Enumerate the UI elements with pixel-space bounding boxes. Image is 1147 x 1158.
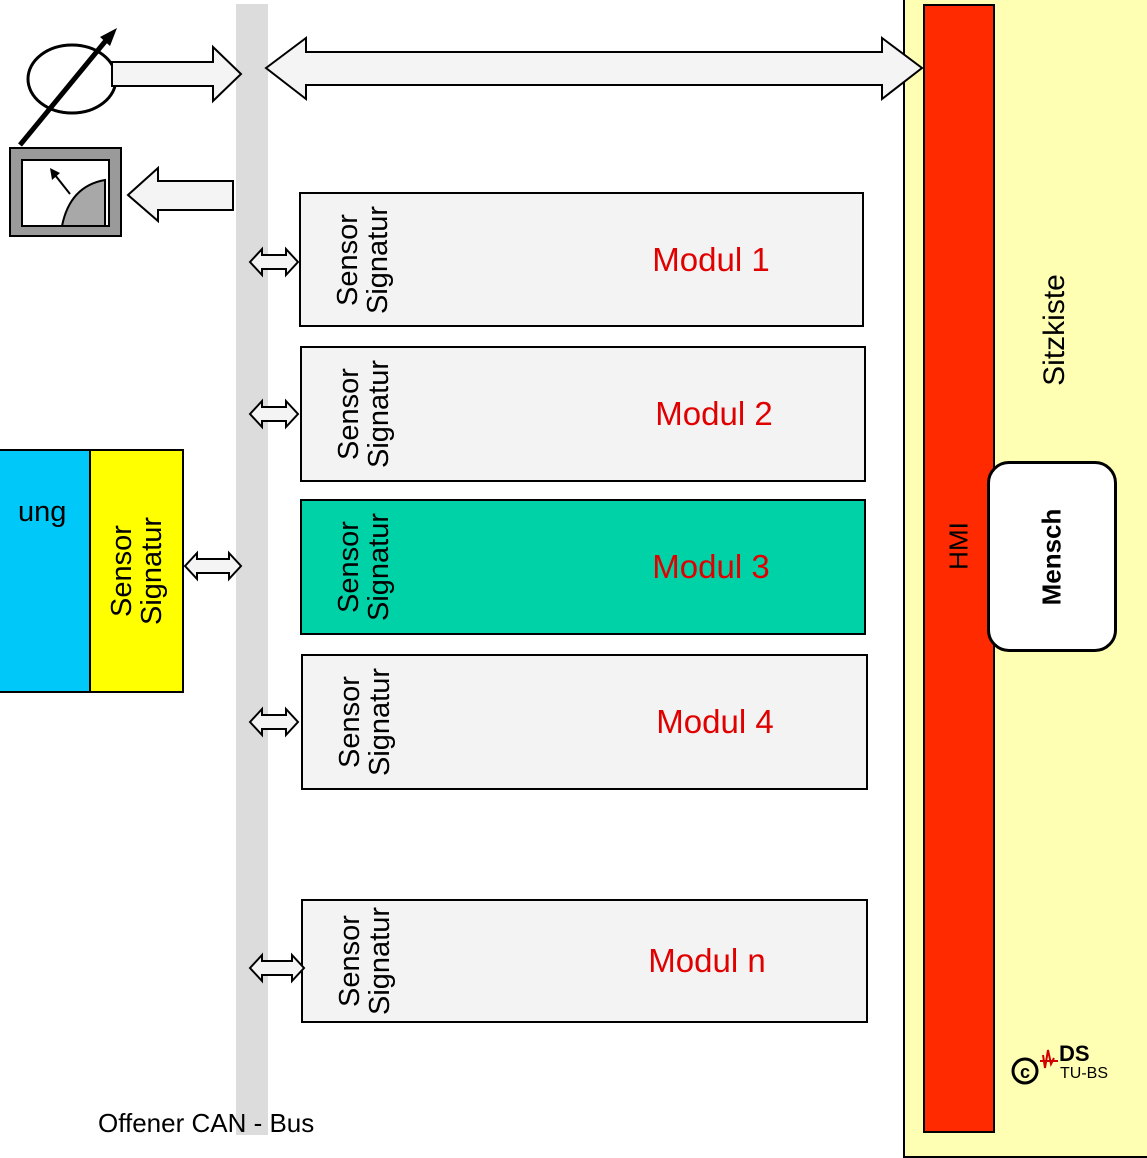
can-bus — [236, 4, 268, 1135]
hmi-bar: HMI — [923, 4, 995, 1133]
module-3: Sensor Signatur Modul 3 — [300, 499, 866, 635]
module-label: Modul 1 — [652, 240, 770, 278]
double-arrow-module-2 — [248, 398, 300, 430]
meter-icon — [18, 28, 118, 147]
gauge-display-icon — [9, 147, 122, 237]
module-4: Sensor Signatur Modul 4 — [301, 654, 868, 790]
module-label: Modul n — [648, 942, 766, 979]
svg-text:c: c — [1020, 1062, 1030, 1082]
module-1: Sensor Signatur Modul 1 — [299, 192, 864, 327]
arrow-bus-to-display — [126, 165, 234, 224]
module-2: Sensor Signatur Modul 2 — [300, 346, 866, 482]
logo-main: DS — [1059, 1041, 1090, 1066]
double-arrow-module-1 — [248, 246, 300, 278]
mensch-box: Mensch — [987, 461, 1117, 652]
bus-label: Offener CAN - Bus — [98, 1108, 315, 1138]
module-n: Sensor Signatur Modul n — [301, 899, 868, 1023]
double-arrow-module-4 — [248, 706, 300, 738]
logo-sub: TU-BS — [1060, 1065, 1108, 1082]
arrow-meter-to-bus — [111, 44, 243, 104]
left-unit-sensor: Sensor Signatur — [89, 449, 184, 693]
left-unit-text: ung — [18, 496, 67, 528]
double-arrow-left-unit — [183, 550, 243, 582]
copyright-logo: c — [1011, 1049, 1058, 1085]
logo-text: DS — [1059, 1041, 1090, 1067]
double-arrow-module-n — [248, 952, 306, 984]
module-label: Modul 2 — [655, 395, 773, 432]
double-arrow-bus-hmi — [264, 36, 924, 102]
module-label: Modul 3 — [652, 548, 770, 585]
module-label: Modul 4 — [656, 703, 774, 740]
